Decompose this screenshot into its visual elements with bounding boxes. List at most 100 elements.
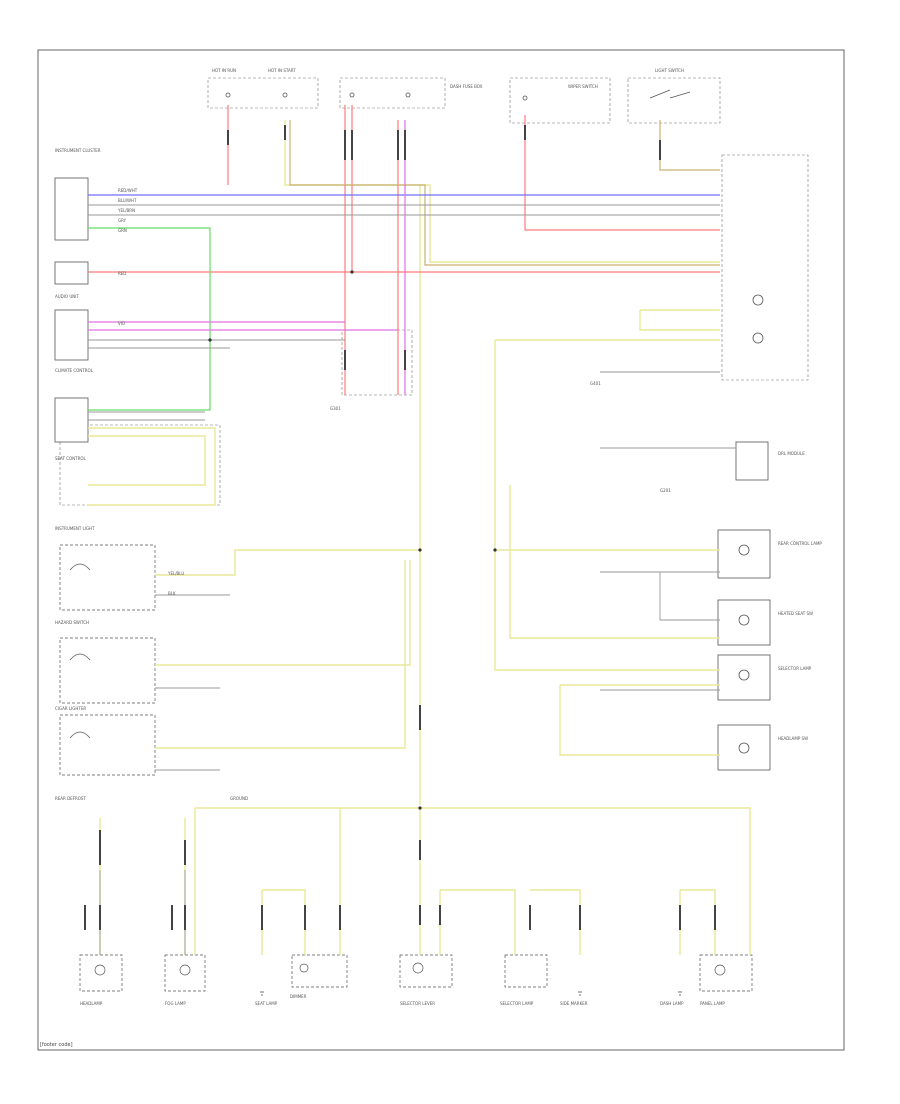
- gray-right-links: [600, 371, 736, 691]
- gray-left-links: [155, 594, 230, 771]
- label-module-2: AUDIO UNIT: [55, 294, 79, 299]
- label-left-2: HAZARD SWITCH: [55, 620, 89, 625]
- lamp-switch-box-2: [59, 637, 156, 704]
- magenta-wires: [88, 120, 406, 395]
- bottom-lamp-5: [714, 964, 726, 976]
- yellow-top-feed: [284, 120, 720, 263]
- gray-module-links: [88, 411, 205, 421]
- connector-box-upper-right: [721, 154, 809, 381]
- yellow-module-feed: [88, 427, 216, 506]
- splice-2: [493, 548, 497, 552]
- label-fuse-a: HOT IN RUN: [212, 68, 236, 73]
- fuse-5: [522, 95, 528, 101]
- yellow-right-vertical-2: [509, 485, 720, 639]
- top-fuse-boxes: [59, 77, 809, 506]
- label-module-4: SEAT CONTROL: [55, 456, 87, 461]
- yellow-bottom-loop-5: [679, 889, 716, 955]
- label-bot-8: PANEL LAMP: [700, 1001, 725, 1006]
- splice-4: [350, 270, 354, 274]
- olive-top-right: [659, 120, 720, 171]
- bottom-lamp-1: [94, 964, 106, 976]
- label-right-2: REAR CONTROL LAMP: [778, 541, 822, 546]
- left-module-boxes: [54, 177, 89, 443]
- fuse-box-center: [339, 77, 446, 109]
- fuse-box-left: [207, 77, 319, 109]
- label-bot-5: SELECTOR LAMP: [500, 1001, 534, 1006]
- module-box-4: [54, 397, 89, 443]
- label-fuse-b: HOT IN START: [268, 68, 296, 73]
- label-bot-6: SIDE MARKER: [560, 1001, 588, 1006]
- fuse-1: [225, 92, 231, 98]
- right-module-3: [717, 599, 771, 646]
- lamp-r3: [738, 614, 750, 626]
- yellow-bottom-bus: [195, 807, 751, 955]
- connector-stubs: [84, 125, 716, 930]
- right-module-4: [717, 654, 771, 701]
- ground-symbols: [260, 991, 682, 996]
- label-g3: G401: [590, 381, 601, 386]
- bottom-box-6: [699, 954, 753, 992]
- bottom-box-5: [504, 954, 548, 988]
- lamp-r2: [738, 544, 750, 556]
- yellow-bottom-loop-1: [99, 818, 186, 955]
- bottom-box-3: [291, 954, 348, 988]
- label-bot-9: DIMMER: [290, 994, 307, 999]
- bottom-box-2: [164, 954, 206, 992]
- label-bottom: REAR DEFROST: [55, 796, 86, 801]
- bottom-box-4: [399, 954, 453, 988]
- label-wire-7: BLK: [168, 591, 176, 596]
- right-module-1: [735, 441, 769, 481]
- bottom-lamp-3: [299, 963, 309, 973]
- lamp-symbol-1: [69, 563, 91, 571]
- right-lamp-modules: [717, 294, 771, 771]
- olive-wires: [289, 120, 720, 266]
- yellow-right-vertical-1: [494, 340, 720, 671]
- yellow-bottom-loop-2: [261, 889, 306, 955]
- ground-1: [260, 991, 264, 996]
- right-module-5: [717, 724, 771, 771]
- yellow-wires: [88, 120, 751, 955]
- lamp-r4: [738, 669, 750, 681]
- switch-box-top-right: [627, 77, 721, 124]
- yellow-lower-right-loop: [559, 684, 720, 756]
- label-g1: G201: [660, 488, 671, 493]
- label-module-1: INSTRUMENT CLUSTER: [55, 148, 101, 153]
- bottom-lamp-4: [412, 962, 424, 974]
- bottom-lamp-boxes: [79, 954, 753, 992]
- yellow-bottom-loop-3: [439, 889, 516, 955]
- fuse-4: [405, 92, 411, 98]
- yellow-feed-2: [155, 560, 411, 666]
- lamp-switch-box-3: [59, 714, 156, 776]
- splice-5: [208, 338, 212, 342]
- label-right-1: DRL MODULE: [778, 451, 805, 456]
- label-bot-7: DASH LAMP: [660, 1001, 684, 1006]
- label-dash-box: DASH FUSE BOX: [450, 84, 483, 89]
- label-wire-4: GRY: [118, 218, 127, 223]
- label-bot-10: GROUND: [230, 796, 248, 801]
- label-bot-4: SELECTOR LEVER: [400, 1001, 435, 1006]
- red-right-feed: [524, 115, 720, 231]
- label-module-3: CLIMATE CONTROL: [55, 368, 94, 373]
- yellow-bottom-loop-4: [530, 889, 581, 955]
- label-right-4: SELECTOR LAMP: [778, 666, 812, 671]
- yellow-feed-3: [155, 560, 406, 749]
- label-light-switch: LIGHT SWITCH: [655, 68, 684, 73]
- bottom-box-1: [79, 954, 123, 992]
- lamp-symbol-2: [69, 653, 91, 661]
- fuse-3: [349, 92, 355, 98]
- green-wires: [88, 227, 211, 411]
- fuse-2: [282, 92, 288, 98]
- label-left-3: CIGAR LIGHTER: [55, 706, 86, 711]
- label-bot-3: SEAT LAMP: [255, 1001, 278, 1006]
- label-wire-9: VIO: [118, 321, 125, 326]
- label-wire-3: YEL/BRN: [117, 208, 135, 213]
- lamp-r5: [738, 742, 750, 754]
- label-bot-2: FOG LAMP: [165, 1001, 186, 1006]
- splice-1: [418, 548, 422, 552]
- label-wire-5: GRN: [118, 228, 127, 233]
- lamp-switch-box-1: [59, 544, 156, 611]
- label-wire-1: RED/WHT: [118, 188, 138, 193]
- label-left-1: INSTRUMENT LIGHT: [55, 526, 95, 531]
